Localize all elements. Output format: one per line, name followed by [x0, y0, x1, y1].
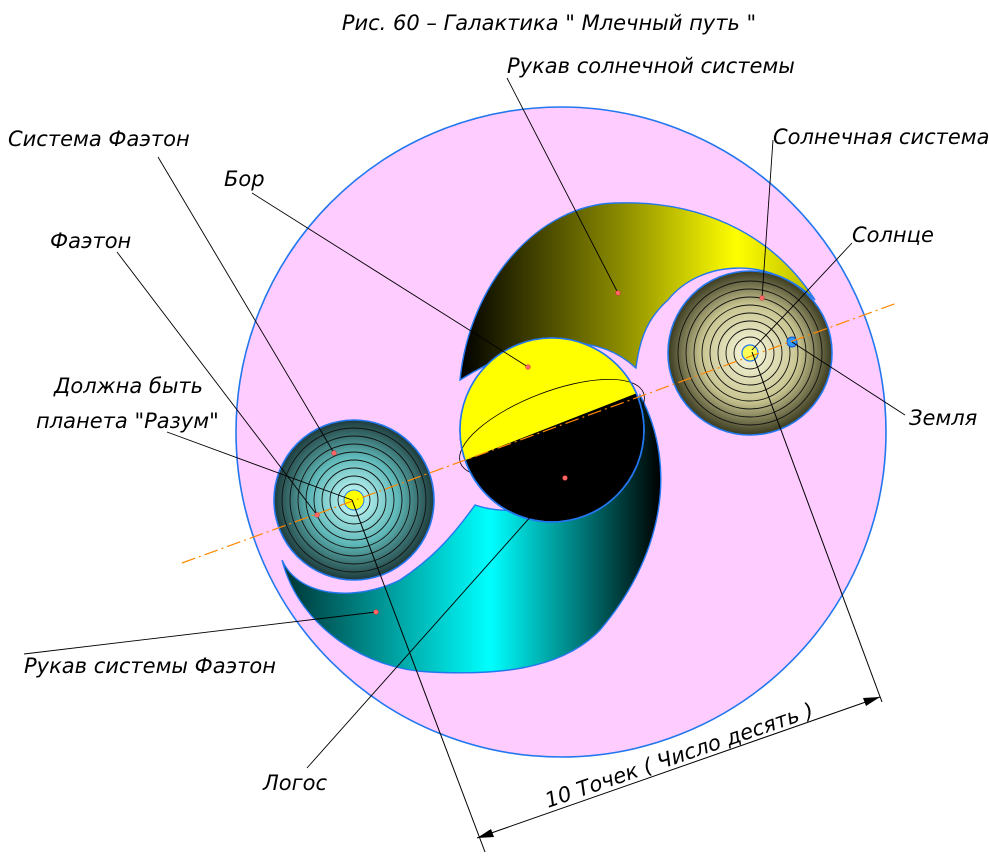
orbit-ring [281, 427, 427, 573]
label-phaeton-system: Система Фаэтон [8, 127, 190, 151]
orbit-ring [297, 443, 411, 557]
orbit-ring [677, 280, 823, 426]
orbit-ring [709, 312, 791, 394]
figure-title: Рис. 60 – Галактика " Млечный путь " [342, 11, 756, 35]
solar-system-sphere [667, 270, 833, 436]
phaeton-sphere [273, 419, 435, 581]
phaeton-core-icon [343, 489, 365, 511]
label-solar-system: Солнечная система [773, 125, 989, 149]
orbit-ring [685, 288, 815, 418]
leader-lines [23, 77, 906, 769]
orbit-ring [701, 304, 799, 402]
orbit-ring [313, 459, 395, 541]
phaeton-system-arm [281, 393, 662, 674]
label-planet-line2: планета "Разум" [36, 409, 219, 433]
orbit-ring [329, 475, 379, 525]
galactic-axis [181, 302, 898, 564]
orbit-ring [289, 435, 419, 565]
sun-icon [741, 344, 759, 362]
orbit-ring [725, 328, 775, 378]
orbit-ring [693, 296, 807, 410]
label-phaeton-arm: Рукав системы Фаэтон [24, 654, 276, 678]
label-phaeton: Фаэтон [50, 229, 131, 253]
label-sun: Солнце [852, 223, 934, 247]
label-bor: Бор [224, 167, 265, 191]
orbit-ring [337, 483, 371, 517]
dimension-measure [351, 351, 883, 853]
label-earth: Земля [909, 406, 977, 430]
orbit-ring [733, 336, 767, 370]
label-solar-arm: Рукав солнечной системы [507, 54, 795, 78]
orbit-ring [321, 467, 387, 533]
label-planet-line1: Должна быть [53, 374, 203, 398]
orbit-ring [717, 320, 783, 386]
label-logos: Логос [262, 771, 328, 795]
annotation-dots [314, 290, 765, 615]
